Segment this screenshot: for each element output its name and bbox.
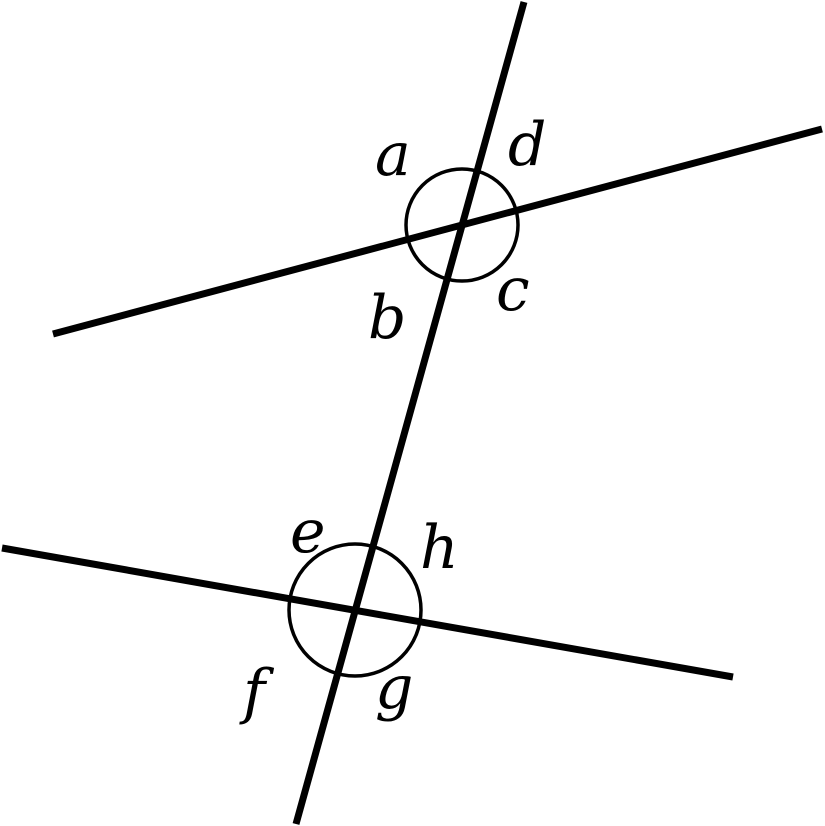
upper-parallel-line (52, 125, 823, 338)
transversal-line (292, 1, 528, 825)
angle-label-f: f (239, 657, 275, 727)
angle-label-a: a (375, 120, 411, 190)
bottom-intersection-angle-circle (287, 542, 423, 678)
angle-label-e: e (290, 497, 326, 567)
angle-label-g: g (375, 653, 413, 723)
top-intersection-angle-circle (404, 167, 520, 283)
lower-parallel-line (1, 544, 734, 681)
angle-label-c: c (496, 255, 530, 325)
angle-label-d: d (508, 110, 546, 180)
angle-label-b: b (368, 283, 406, 353)
angle-label-h: h (420, 513, 459, 583)
